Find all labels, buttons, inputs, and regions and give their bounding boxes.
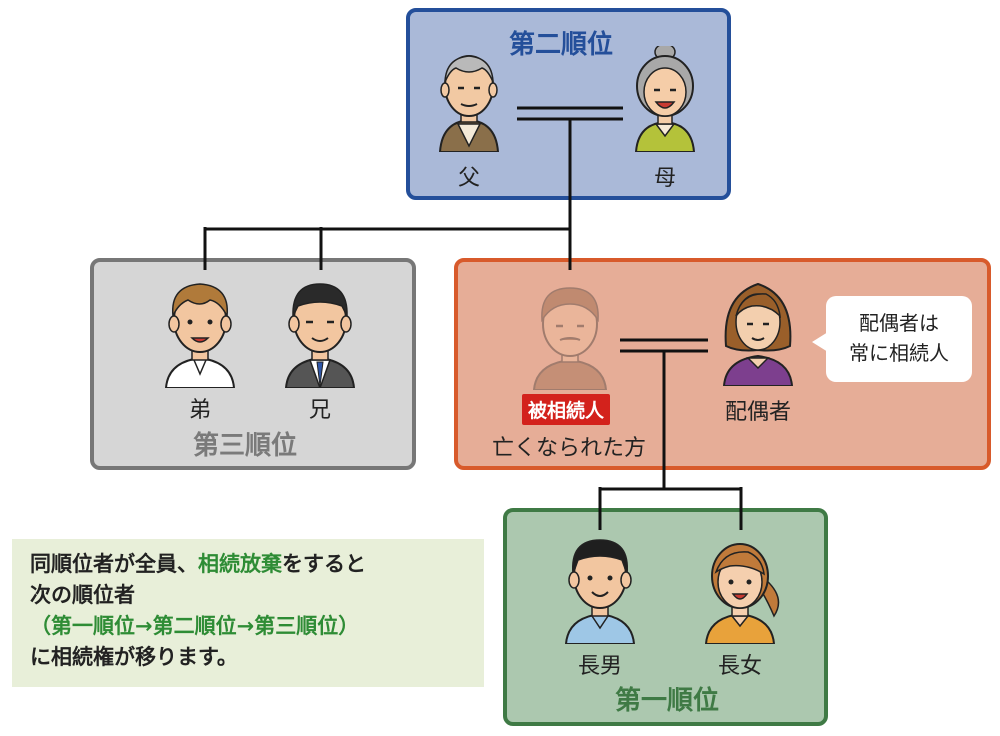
spouse-note-bubble: 配偶者は 常に相続人 xyxy=(812,296,972,382)
mother-label: 母 xyxy=(653,166,676,191)
note-line-1-a: 同順位者が全員、 xyxy=(30,552,198,576)
second-rank-title: 第二順位 xyxy=(509,30,614,60)
older-brother-icon xyxy=(284,283,356,388)
decedent-badge: 被相続人 xyxy=(522,394,611,425)
first-rank-title: 第一順位 xyxy=(615,686,720,716)
father-label: 父 xyxy=(457,166,480,191)
note-line-3: （第一順位→第二順位→第三順位） xyxy=(30,614,360,638)
younger-brother-label: 弟 xyxy=(188,398,211,423)
bubble-line-1: 配偶者は xyxy=(859,311,939,335)
eldest-daughter-label: 長女 xyxy=(717,654,762,679)
note-line-2: 次の順位者 xyxy=(30,583,135,607)
note-line-1: 同順位者が全員、相続放棄をすると xyxy=(30,549,484,580)
father-icon xyxy=(438,55,500,152)
third-rank-title: 第三順位 xyxy=(193,431,298,461)
renunciation-note: 同順位者が全員、相続放棄をすると 次の順位者 （第一順位→第二順位→第三順位） … xyxy=(12,539,484,687)
eldest-son-label: 長男 xyxy=(577,654,622,679)
bubble-line-2: 常に相続人 xyxy=(849,341,949,365)
deceased-icon xyxy=(532,287,608,390)
third-rank-box xyxy=(90,258,416,470)
older-brother-label: 兄 xyxy=(308,398,331,423)
spouse-icon xyxy=(722,282,794,386)
eldest-son-icon xyxy=(564,539,636,644)
note-line-1-c: をすると xyxy=(282,552,366,576)
eldest-daughter-icon xyxy=(704,543,780,644)
note-highlight-renunciation: 相続放棄 xyxy=(198,552,282,576)
spouse-label: 配偶者 xyxy=(724,400,791,425)
mother-icon xyxy=(634,46,696,152)
deceased-caption: 亡くなられた方 xyxy=(491,436,646,461)
younger-brother-icon xyxy=(164,283,236,388)
note-line-4: に相続権が移ります。 xyxy=(30,645,238,669)
